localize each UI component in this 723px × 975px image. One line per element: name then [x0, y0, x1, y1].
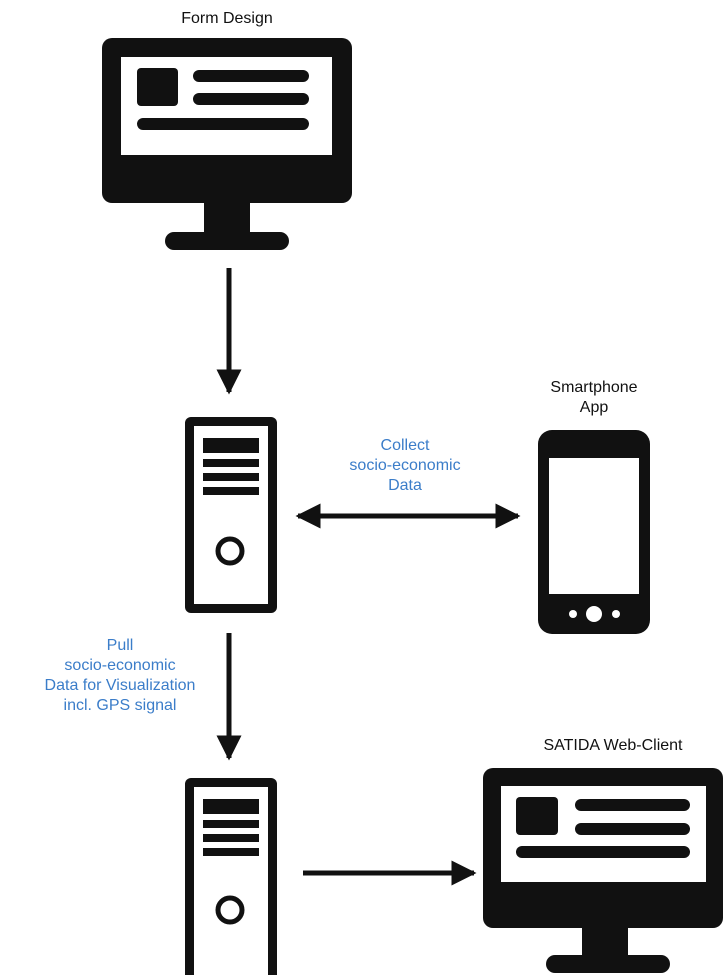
server-2-icon: [185, 778, 277, 975]
pull-label-line1: Pull: [106, 637, 134, 654]
form-design-label: Form Design: [137, 9, 317, 29]
smartphone-app-label: Smartphone App: [534, 378, 654, 418]
web-client-label: SATIDA Web-Client: [508, 736, 718, 756]
pull-data-label: Pull socio-economic Data for Visualizati…: [10, 636, 230, 716]
smartphone-icon: [538, 430, 650, 634]
collect-label-line1: Collect: [380, 437, 430, 454]
form-design-label-text: Form Design: [181, 10, 273, 27]
smartphone-label-line1: Smartphone: [550, 379, 638, 396]
collect-label-line3: Data: [388, 477, 422, 494]
collect-data-label: Collect socio-economic Data: [325, 436, 485, 496]
pull-label-line2: socio-economic: [64, 657, 176, 674]
pull-label-line4: incl. GPS signal: [63, 697, 177, 714]
collect-label-line2: socio-economic: [349, 457, 461, 474]
server-1-icon: [185, 417, 277, 613]
web-client-label-text: SATIDA Web-Client: [543, 737, 683, 754]
pull-label-line3: Data for Visualization: [44, 677, 196, 694]
form-design-monitor-icon: [102, 38, 352, 250]
smartphone-label-line2: App: [579, 399, 609, 416]
web-client-monitor-icon: [483, 768, 723, 973]
